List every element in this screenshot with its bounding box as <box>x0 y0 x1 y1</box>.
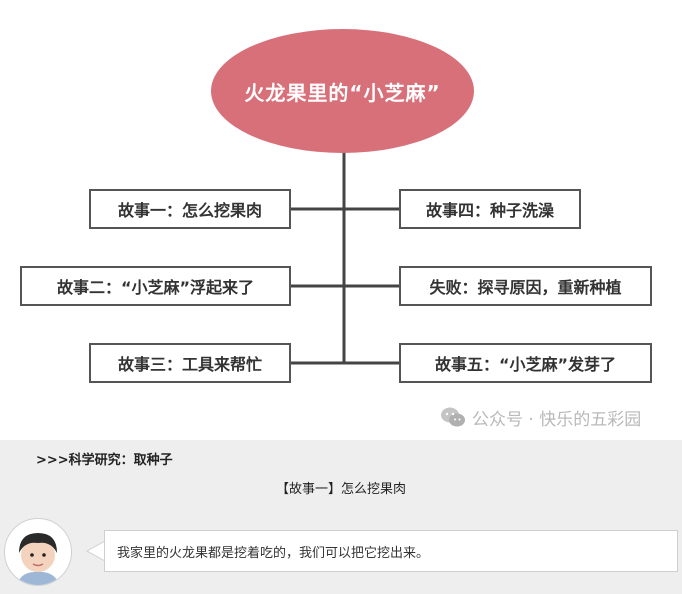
story-subtitle: 【故事一】怎么挖果肉 <box>275 482 406 497</box>
watermark: 公众号 · 快乐的五彩园 <box>440 404 641 430</box>
wechat-icon <box>441 407 465 427</box>
watermark-text: 公众号 · 快乐的五彩园 <box>472 409 642 430</box>
center-topic: 火龙果里的“小芝麻” <box>211 29 474 153</box>
section-heading: >>>科学研究：取种子 <box>36 453 173 468</box>
child-avatar <box>4 518 72 586</box>
story-1-box: 故事一：怎么挖果肉 <box>89 189 291 229</box>
story-2-box: 故事二：“小芝麻”浮起来了 <box>20 266 291 306</box>
connector-lines <box>291 150 399 365</box>
speech-bubble: 我家里的火龙果都是挖着吃的，我们可以把它挖出来。 <box>104 530 678 572</box>
failure-box: 失败：探寻原因，重新种植 <box>399 266 652 306</box>
story-3-box: 故事三：工具来帮忙 <box>89 343 291 383</box>
bubble-tail <box>86 540 106 562</box>
story-5-box: 故事五：“小芝麻”发芽了 <box>399 343 652 383</box>
speech-text: 我家里的火龙果都是挖着吃的，我们可以把它挖出来。 <box>117 545 430 561</box>
mind-map: 火龙果里的“小芝麻” 故事一：怎么挖果肉 故事二：“小芝麻”浮起来了 故事三：工… <box>20 29 652 430</box>
story-4-box: 故事四：种子洗澡 <box>399 189 581 229</box>
center-topic-label: 火龙果里的“小芝麻” <box>244 80 441 105</box>
